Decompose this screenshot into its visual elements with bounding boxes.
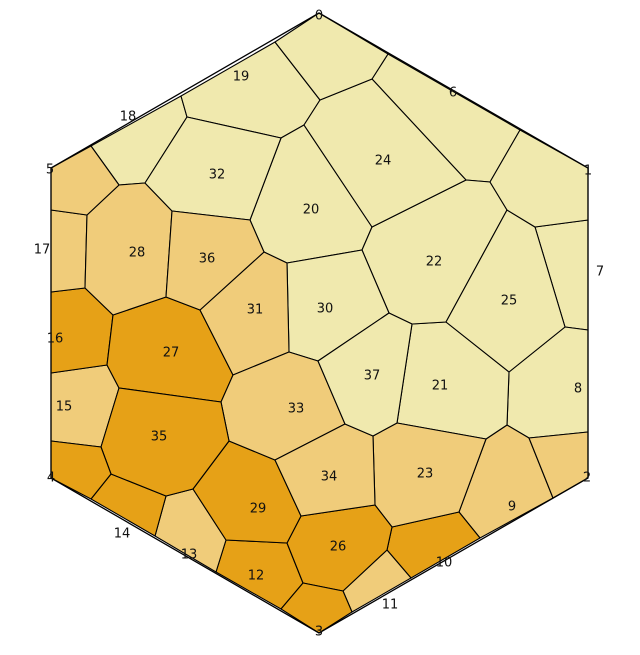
label-20: 20: [303, 203, 320, 218]
label-19: 19: [233, 70, 250, 85]
label-29: 29: [250, 502, 267, 517]
label-1: 1: [584, 164, 592, 179]
label-25: 25: [501, 294, 518, 309]
label-4: 4: [47, 471, 55, 486]
cell-32: [144, 116, 282, 221]
cell-17: [50, 209, 88, 293]
label-37: 37: [364, 369, 381, 384]
label-12: 12: [248, 569, 265, 584]
label-27: 27: [163, 346, 180, 361]
label-5: 5: [46, 163, 54, 178]
label-13: 13: [181, 548, 198, 563]
cell-36: [165, 210, 265, 311]
label-35: 35: [151, 430, 168, 445]
label-11: 11: [382, 598, 399, 613]
label-8: 8: [574, 382, 582, 397]
label-6: 6: [449, 86, 457, 101]
label-22: 22: [426, 255, 443, 270]
label-30: 30: [317, 302, 334, 317]
label-2: 2: [583, 471, 591, 486]
label-32: 32: [209, 168, 226, 183]
label-14: 14: [114, 527, 131, 542]
label-28: 28: [129, 246, 146, 261]
label-3: 3: [315, 625, 323, 640]
label-7: 7: [596, 265, 604, 280]
label-21: 21: [432, 379, 449, 394]
label-36: 36: [199, 252, 216, 267]
label-0: 0: [315, 9, 323, 24]
cell-37: [317, 312, 413, 437]
cell-26: [286, 504, 393, 592]
label-16: 16: [47, 332, 64, 347]
label-15: 15: [56, 400, 73, 415]
label-31: 31: [247, 303, 264, 318]
label-24: 24: [375, 154, 392, 169]
cell-24: [303, 78, 467, 228]
label-18: 18: [120, 110, 137, 125]
label-9: 9: [508, 500, 516, 515]
label-23: 23: [417, 467, 434, 482]
label-17: 17: [34, 243, 51, 258]
label-10: 10: [436, 556, 453, 571]
label-33: 33: [288, 402, 305, 417]
label-26: 26: [330, 540, 347, 555]
label-34: 34: [321, 470, 338, 485]
cell-34: [274, 423, 376, 517]
hexagon-outline: [50, 12, 589, 634]
